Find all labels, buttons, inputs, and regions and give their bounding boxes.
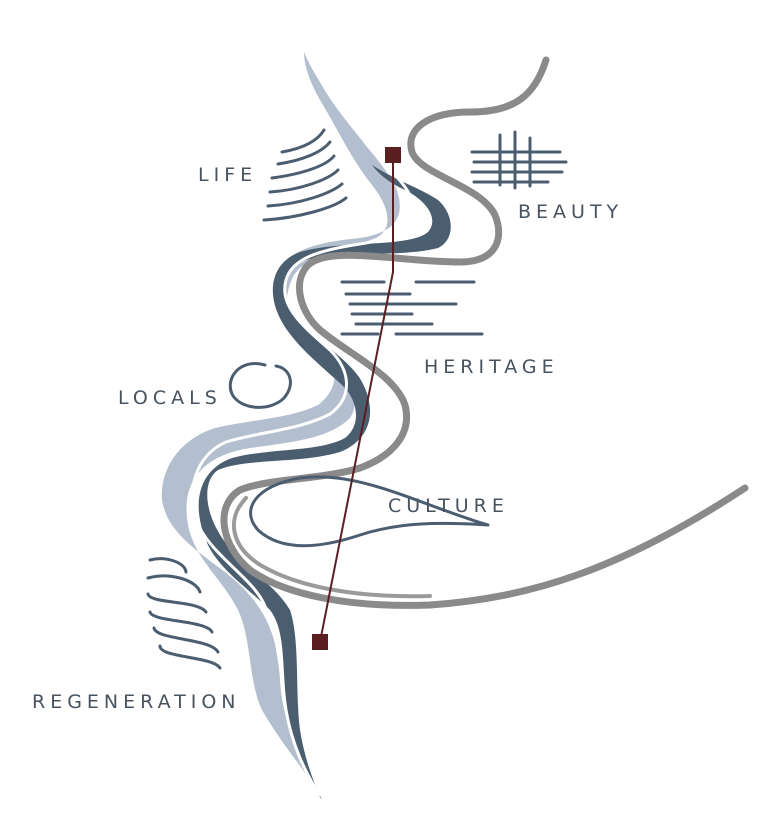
beauty-grid-icon <box>470 130 568 190</box>
regeneration-s-wave-lines-icon <box>146 557 222 670</box>
river-white-line <box>190 57 415 797</box>
label-heritage: HERITAGE <box>424 356 559 378</box>
label-life: LIFE <box>198 164 257 186</box>
label-beauty: BEAUTY <box>518 201 623 223</box>
heritage-dash-lines-icon <box>340 280 484 336</box>
gray-path-inner <box>231 496 432 599</box>
gray-path <box>220 56 749 609</box>
locals-circle-swirl <box>228 362 292 409</box>
culture-leaf-loop <box>249 475 490 548</box>
axis-start-marker <box>385 147 401 163</box>
river-light-band <box>161 52 400 798</box>
label-culture: CULTURE <box>388 495 509 517</box>
axis-line <box>319 156 394 643</box>
axis-end-marker <box>312 634 328 650</box>
label-locals: LOCALS <box>118 387 222 409</box>
label-regeneration: REGENERATION <box>32 691 240 713</box>
life-wave-lines-icon <box>262 128 348 222</box>
